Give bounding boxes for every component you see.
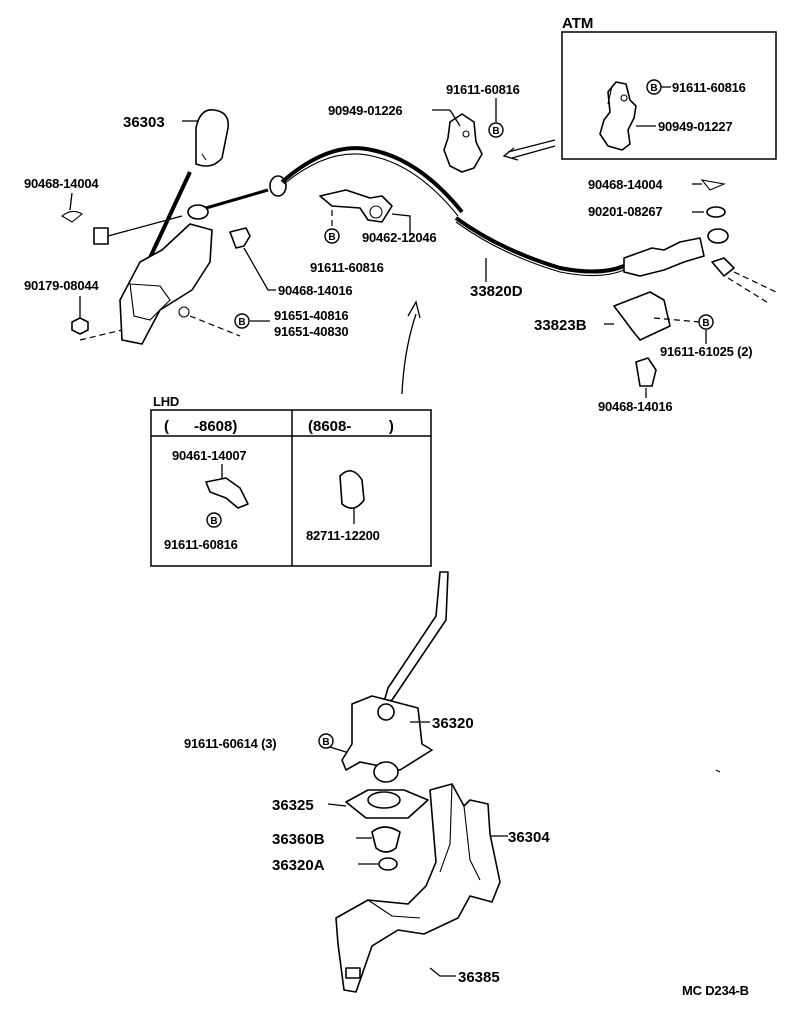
- clip-left-label: 90468-14004: [24, 176, 99, 191]
- clip-mid: 90468-14016: [229, 227, 353, 298]
- lhd-clamp-label: 90461-14007: [172, 448, 246, 463]
- left-clip: 90468-14004: [24, 176, 100, 223]
- bolt-pair-icon: [234, 313, 250, 329]
- lhd-col1-header: ( -8608): [164, 418, 237, 435]
- cable-label: 33820D: [470, 283, 523, 300]
- clip-right-label: 90468-14004: [588, 177, 663, 192]
- bolt-top-icon: [488, 122, 504, 138]
- atm-frame: [561, 31, 777, 160]
- lhd-bolt-label: 91611-60816: [164, 537, 238, 552]
- bolt-top-letter: B: [492, 126, 499, 137]
- atm-inset: ATM B 91611-60816 90949-01227: [561, 15, 777, 160]
- atm-bolt-letter: B: [650, 83, 657, 94]
- lhd-bolt-letter: B: [210, 516, 217, 527]
- plate-label: 36325: [272, 797, 314, 814]
- lhd-clamp2-label: 82711-12200: [306, 528, 380, 543]
- lhd-inset: LHD ( -8608) (8608- ) 90461-14007 B 9161…: [150, 394, 432, 567]
- atm-title: ATM: [562, 15, 593, 32]
- lower-lever: 36320 B 91611-60614 (3): [184, 571, 474, 783]
- lhd-title: LHD: [153, 394, 179, 409]
- clip-mid-label: 90468-14016: [278, 283, 352, 298]
- knob-part: [195, 109, 230, 167]
- seat-label: 36320A: [272, 857, 325, 874]
- knob-label: 36303: [123, 114, 165, 131]
- clip-right-low-label: 90468-14016: [598, 399, 672, 414]
- lhd-arrow: [401, 300, 421, 395]
- bolt-mid-letter: B: [328, 232, 335, 243]
- bolt-mid-label: 91611-60816: [310, 260, 384, 275]
- upper-shift-assembly: [93, 171, 287, 345]
- nut-left: 90179-08044: [24, 278, 123, 341]
- lhd-frame: [150, 409, 432, 567]
- lhd-bolt-icon: [206, 512, 222, 528]
- clamp-mid: 90462-12046 B 91611-60816: [310, 189, 437, 275]
- lever-bolt-label: 91611-60614 (3): [184, 736, 276, 751]
- lhd-col2-header: (8608- ): [308, 418, 394, 435]
- bolt-a-label: 91651-40816: [274, 308, 348, 323]
- bracket-top: 90949-01226 91611-60816 B: [328, 82, 520, 173]
- diagram-code: MC D234-B: [682, 983, 749, 998]
- bushing-label: 36360B: [272, 831, 325, 848]
- lever-label: 36320: [432, 715, 474, 732]
- bolt-right-letter: B: [702, 318, 709, 329]
- lower-plate: 36325: [272, 789, 429, 819]
- clamp-mid-label: 90462-12046: [362, 230, 436, 245]
- atm-arrow: [502, 139, 556, 161]
- lever-bolt-icon: [318, 733, 334, 749]
- bolt-b-label: 91651-40830: [274, 324, 348, 339]
- lever-bolt-letter: B: [322, 737, 329, 748]
- housing-label: 36304: [508, 829, 550, 846]
- lower-bushing: 36360B 36320A: [272, 826, 401, 874]
- bolt-right-icon: [698, 314, 714, 330]
- atm-bracket-part: [599, 81, 637, 151]
- shift-cable: 33820D: [280, 146, 729, 300]
- bolt-pair: B 91651-40816 91651-40830: [189, 308, 349, 339]
- atm-bracket-hole: [620, 94, 628, 102]
- shift-knob: 36303: [123, 109, 230, 167]
- washer-right-label: 90201-08267: [588, 204, 662, 219]
- lower-housing: 36304 36385: [335, 769, 721, 993]
- bolt-pair-letter: B: [238, 317, 245, 328]
- bracket-right-label: 33823B: [534, 317, 587, 334]
- atm-washer-label: 90949-01227: [658, 119, 732, 134]
- right-parts: 90468-14004 90201-08267 33823B B 91611-6…: [534, 177, 777, 414]
- bolt-top-label: 91611-60816: [446, 82, 520, 97]
- base-label: 36385: [458, 969, 500, 986]
- washer-top-label: 90949-01226: [328, 103, 402, 118]
- atm-bolt-label: 91611-60816: [672, 80, 746, 95]
- bolt-right-label: 91611-61025 (2): [660, 344, 752, 359]
- bolt-mid-icon: [324, 228, 340, 244]
- nut-left-label: 90179-08044: [24, 278, 99, 293]
